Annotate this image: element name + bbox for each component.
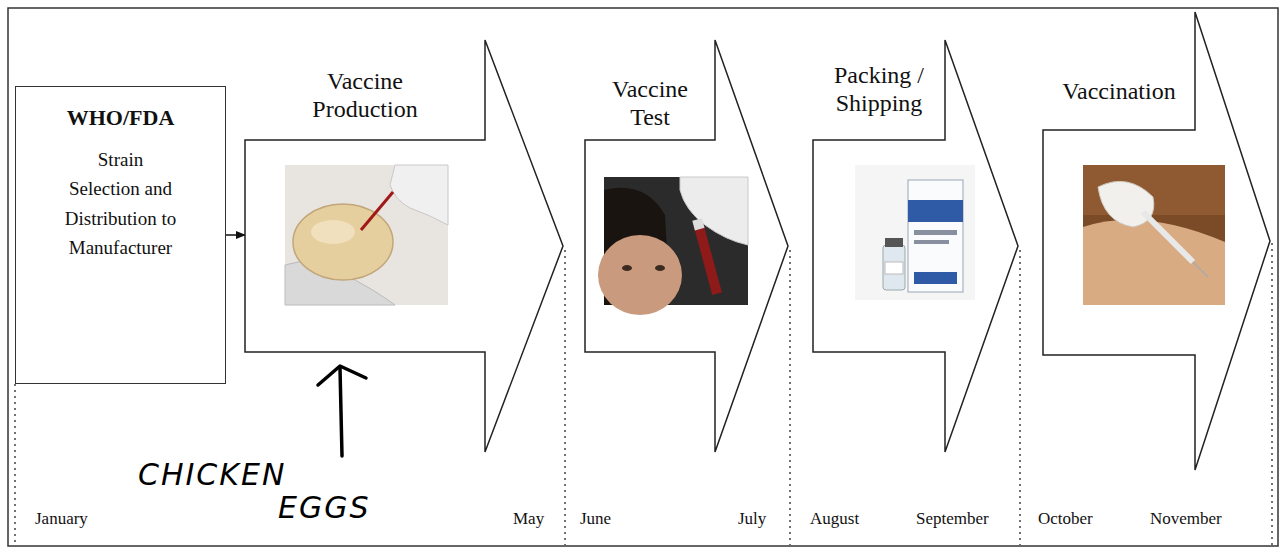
month-label: May — [513, 509, 544, 529]
handwritten-note: CHICKEN EGGS — [138, 458, 378, 524]
divider-line — [14, 384, 16, 545]
arrow-shape — [585, 40, 788, 452]
month-label: July — [738, 509, 766, 529]
divider-line — [564, 250, 566, 545]
stage-arrow: Packing / Shipping — [813, 40, 1020, 452]
connector-arrow — [226, 234, 245, 236]
stage-illustration — [855, 165, 975, 300]
stage-arrow: Vaccination — [1043, 12, 1272, 470]
box-body: Strain Selection and Distribution to Man… — [61, 145, 181, 263]
stage-title: Vaccine Production — [280, 68, 450, 123]
month-label: September — [916, 509, 989, 529]
vaccination-photo — [1083, 165, 1225, 305]
stage-arrow: Vaccine Test — [585, 40, 790, 452]
month-label: November — [1150, 509, 1222, 529]
stage-illustration — [598, 177, 748, 315]
arrow-shape — [813, 40, 1018, 452]
handwritten-arrow-head — [318, 366, 366, 385]
stage-illustration — [285, 165, 448, 305]
process-box: WHO/FDA Strain Selection and Distribution… — [15, 86, 226, 384]
stage-title: Packing / Shipping — [817, 62, 942, 117]
divider-line — [1271, 243, 1273, 545]
vaccine-package-photo — [855, 165, 975, 300]
stage-title: Vaccine Test — [593, 76, 708, 131]
blood-sample-photo — [598, 177, 748, 315]
stage-arrow: Vaccine Production — [245, 40, 565, 452]
arrow-shape — [245, 40, 563, 452]
month-label: October — [1038, 509, 1093, 529]
stage-title: Vaccination — [1039, 78, 1199, 106]
month-label: January — [35, 509, 88, 529]
handwritten-arrow — [318, 366, 366, 456]
outer-frame — [8, 8, 1278, 546]
divider-line — [789, 250, 791, 545]
handwritten-arrow-shaft — [340, 368, 342, 456]
stage-illustration — [1083, 165, 1225, 305]
box-heading: WHO/FDA — [26, 105, 215, 131]
month-label: June — [580, 509, 611, 529]
egg-injection-photo — [285, 165, 448, 305]
month-label: August — [810, 509, 859, 529]
divider-line — [1019, 250, 1021, 545]
